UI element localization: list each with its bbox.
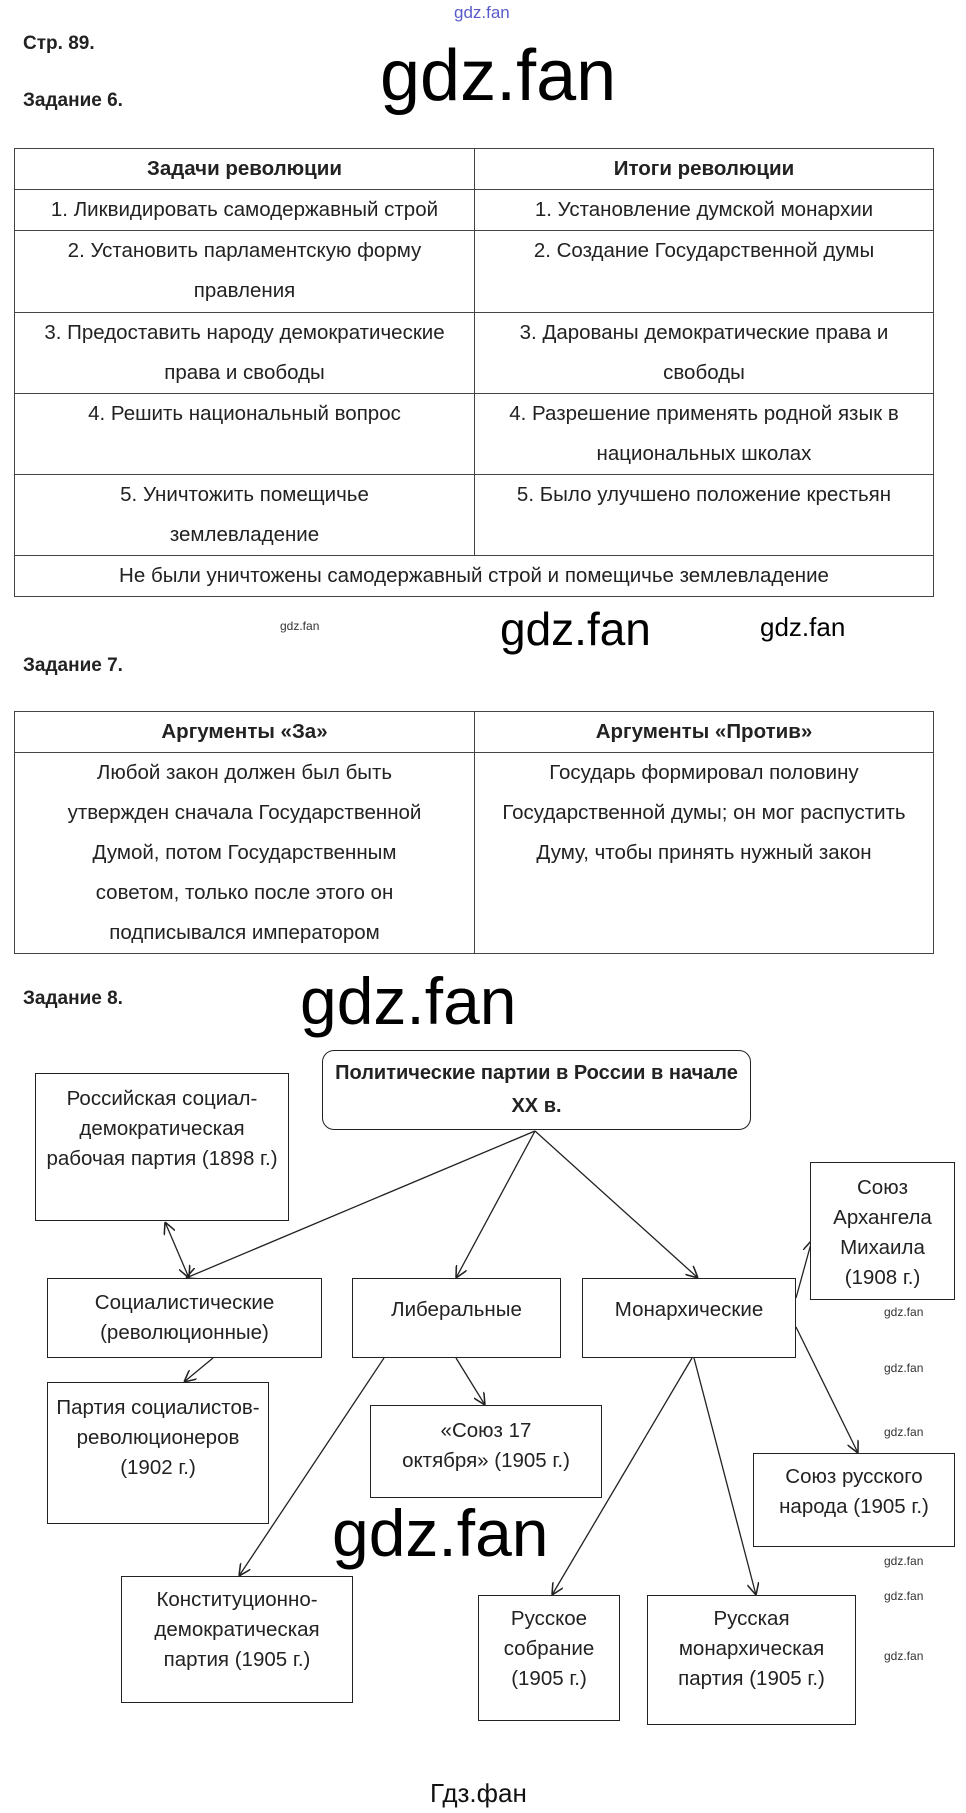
page-label: Стр. 89. — [23, 33, 95, 54]
watermark: gdz.fan — [884, 1649, 924, 1663]
arrow-monarchist-arkh — [795, 1240, 812, 1299]
header-for: Аргументы «За» — [14, 711, 475, 753]
table-row: 3. Предоставить народу демократические п… — [14, 312, 934, 394]
cell: 4. Решить национальный вопрос — [14, 393, 475, 475]
cell: 2. Создание Государственной думы — [474, 230, 934, 313]
watermark: gdz.fan — [884, 1305, 924, 1319]
party-rmp: Русская монархическая партия (1905 г.) — [647, 1595, 856, 1725]
header-against: Аргументы «Против» — [474, 711, 934, 753]
cell: 3. Дарованы демократические права и своб… — [474, 312, 934, 394]
party-sr: Партия социалистов-революционеров (1902 … — [47, 1382, 269, 1524]
cell: 2. Установить парламентскую форму правле… — [14, 230, 475, 313]
party-arkh: Союз Архангела Михаила (1908 г.) — [810, 1162, 955, 1300]
party-rsdrp: Российская социал-демократическая рабоча… — [35, 1073, 289, 1221]
party-rs: Русское собрание (1905 г.) — [478, 1595, 620, 1721]
watermark: gdz.fan — [884, 1425, 924, 1439]
task7-heading: Задание 7. — [23, 655, 123, 676]
cell: 3. Предоставить народу демократические п… — [14, 312, 475, 394]
task6-heading: Задание 6. — [23, 90, 123, 111]
table-row: 2. Установить парламентскую форму правле… — [14, 230, 934, 313]
watermark: gdz.fan — [300, 964, 517, 1038]
watermark: gdz.fan — [380, 36, 617, 116]
arrow-monarchist-rs — [552, 1357, 693, 1595]
footer-watermark: Гдз.фан — [430, 1778, 527, 1808]
cell: Любой закон должен был быть утвержден сн… — [14, 752, 475, 954]
watermark: gdz.fan — [500, 603, 651, 655]
task7-table: Аргументы «За»Аргументы «Против» Любой з… — [14, 711, 934, 954]
arrow-root-liberal — [456, 1130, 536, 1278]
group-socialist: Социалистические (революционные) — [47, 1278, 322, 1358]
arrow-liberal-kd — [239, 1357, 385, 1576]
group-monarchist: Монархические — [582, 1278, 796, 1358]
summary-cell: Не были уничтожены самодержавный строй и… — [14, 555, 934, 597]
table-row: Любой закон должен был быть утвержден сн… — [14, 752, 934, 954]
cell: Государь формировал половину Государстве… — [474, 752, 934, 954]
watermark-top: gdz.fan — [454, 3, 510, 22]
arrow-liberal-oct17 — [455, 1357, 485, 1405]
party-srn: Союз русского народа (1905 г.) — [753, 1453, 955, 1547]
header-tasks: Задачи революции — [14, 148, 475, 190]
task8-heading: Задание 8. — [23, 988, 123, 1009]
arrow-socialist-sr — [184, 1357, 214, 1382]
arrow-monarchist-srn — [795, 1326, 858, 1453]
cell: 1. Установление думской монархии — [474, 189, 934, 231]
watermark: gdz.fan — [884, 1554, 924, 1568]
arrow-root-socialist — [186, 1130, 536, 1278]
cell: 5. Было улучшено положение крестьян — [474, 474, 934, 556]
arrow-monarchist-rmp — [693, 1357, 756, 1595]
watermark: gdz.fan — [884, 1361, 924, 1375]
watermark: gdz.fan — [884, 1589, 924, 1603]
party-kd: Конституционно-демократическая партия (1… — [121, 1576, 353, 1703]
table-row: Не были уничтожены самодержавный строй и… — [14, 555, 934, 597]
party-oct17: «Союз 17 октября» (1905 г.) — [370, 1405, 602, 1498]
root-box: Политические партии в России в начале XX… — [322, 1050, 751, 1130]
watermark: gdz.fan — [280, 619, 320, 633]
group-liberal: Либеральные — [352, 1278, 561, 1358]
watermark: gdz.fan — [332, 1496, 549, 1570]
cell: 4. Разрешение применять родной язык в на… — [474, 393, 934, 475]
header-results: Итоги революции — [474, 148, 934, 190]
arrow-root-monarchist — [534, 1130, 698, 1278]
watermark: gdz.fan — [760, 612, 846, 642]
arrow-socialist-rsdrp — [165, 1222, 189, 1278]
cell: 1. Ликвидировать самодержавный строй — [14, 189, 475, 231]
